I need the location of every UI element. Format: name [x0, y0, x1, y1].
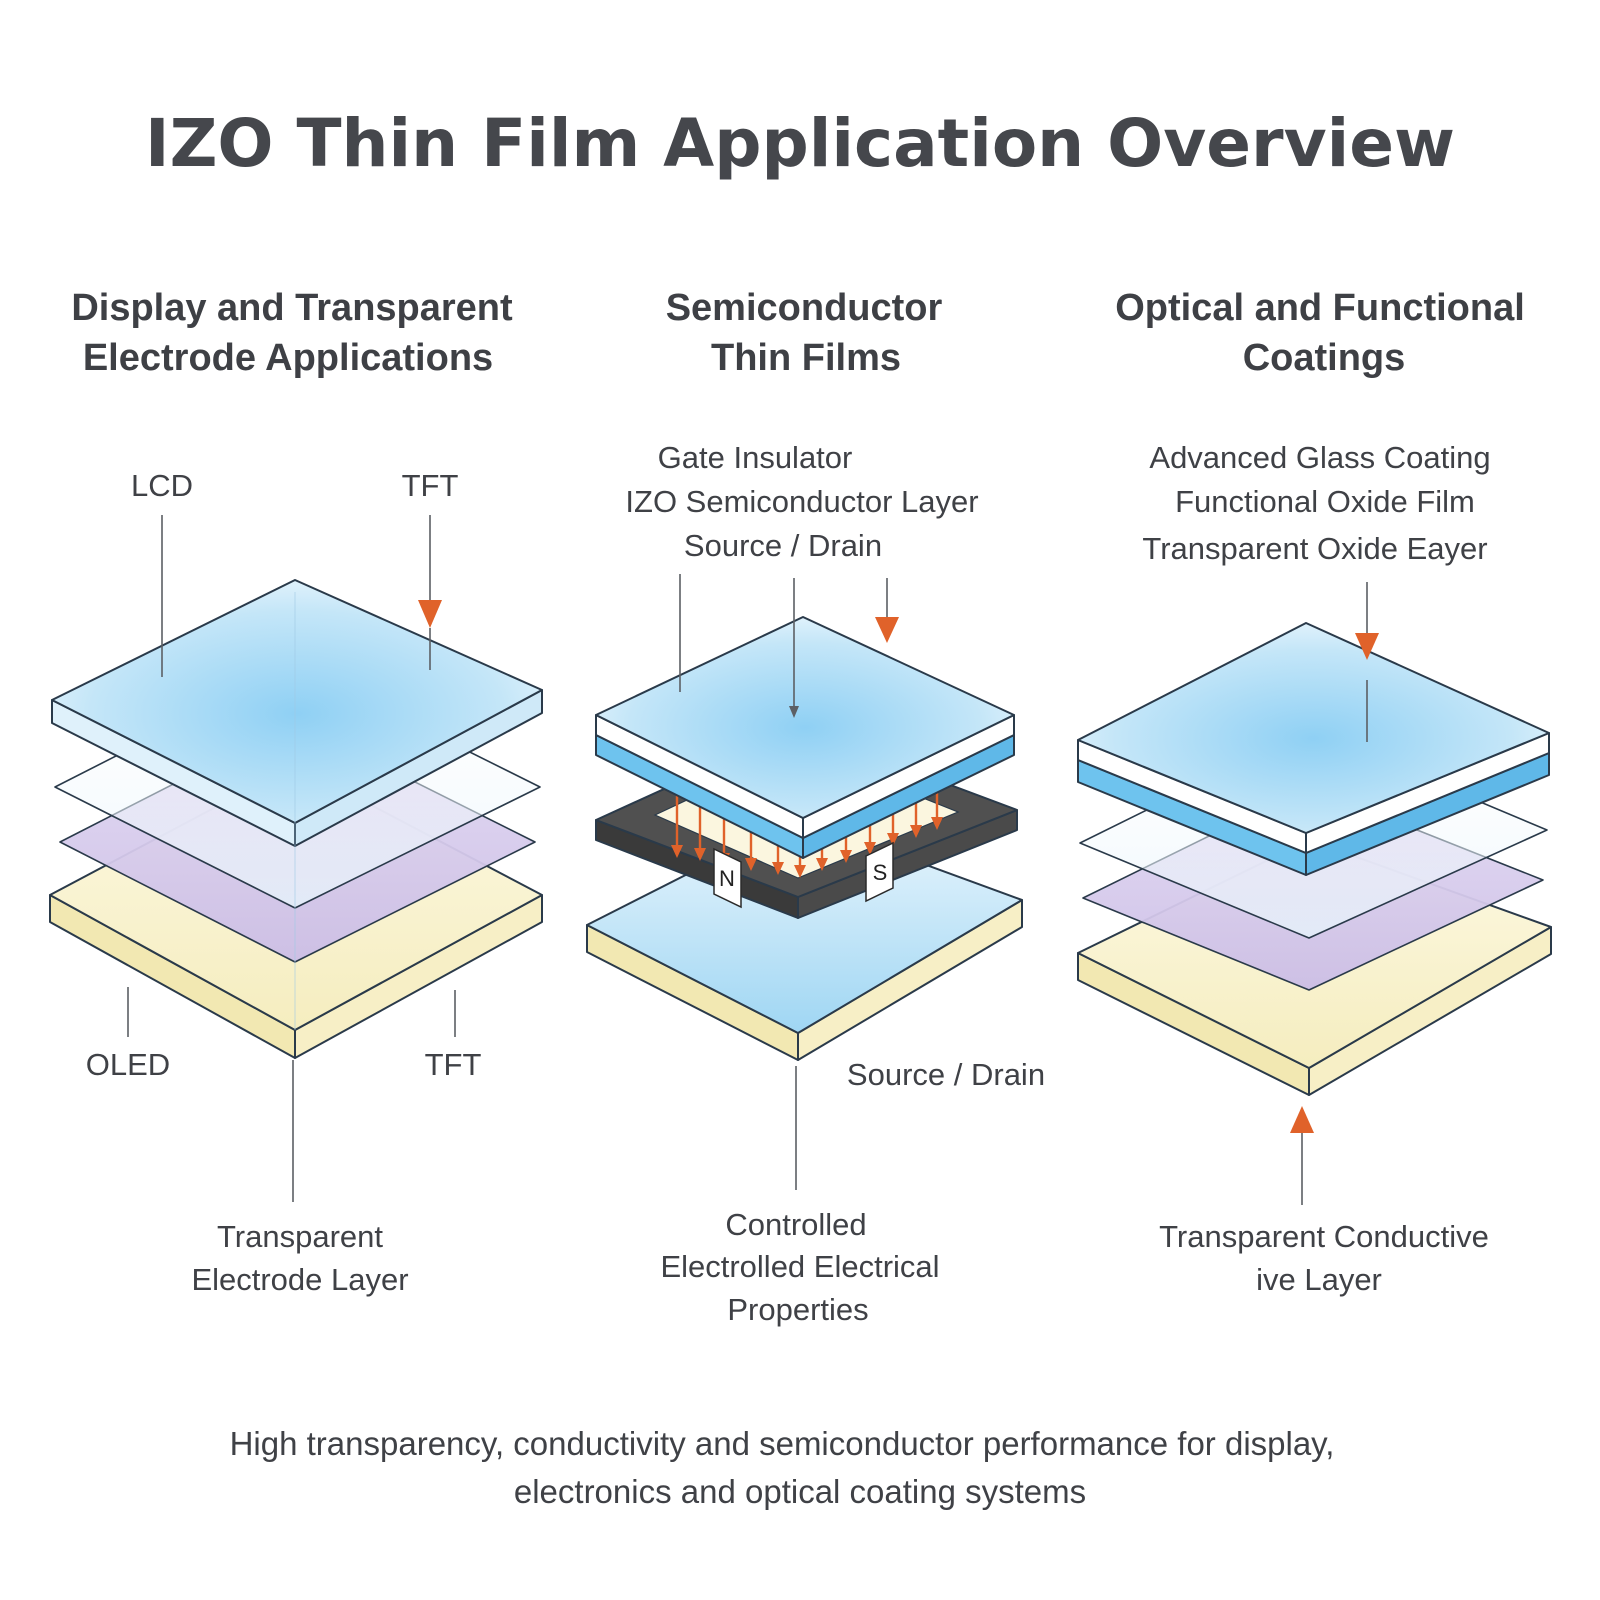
label-controlled-properties: Controlled — [725, 1207, 866, 1242]
leader-arrowhead — [789, 706, 799, 718]
heading-line: Coatings — [1243, 337, 1406, 379]
page-title: IZO Thin Film Application Overview — [145, 105, 1455, 182]
label-transparent-oxide-layer: Transparent Oxide Eayer — [1142, 531, 1487, 566]
label-advanced-glass-coating: Advanced Glass Coating — [1149, 440, 1490, 475]
semiconductor-layer-stack: N S — [586, 616, 1023, 1061]
label-functional-oxide-film: Functional Oxide Film — [1175, 484, 1475, 519]
optical-layer-stack — [1077, 622, 1552, 1096]
tag-s-text: S — [873, 860, 888, 885]
orange-arrow-icon — [875, 617, 899, 643]
label-transparent-conductive: ive Layer — [1256, 1262, 1382, 1297]
label-izo-semiconductor-layer: IZO Semiconductor Layer — [625, 484, 978, 519]
orange-arrow-icon — [418, 600, 442, 628]
heading-line: Optical and Functional — [1115, 287, 1525, 329]
tag-n: N — [713, 847, 742, 909]
section-3-heading: Optical and Functional Coatings — [1115, 287, 1525, 379]
label-source-drain-side: Source / Drain — [847, 1057, 1045, 1092]
tag-s: S — [865, 841, 894, 903]
label-controlled-properties: Electrolled Electrical — [660, 1249, 939, 1284]
label-gate-insulator: Gate Insulator — [658, 440, 853, 475]
heading-line: Semiconductor — [666, 287, 943, 329]
heading-line: Electrode Applications — [83, 337, 493, 379]
top-glass-layer — [595, 616, 1015, 859]
label-controlled-properties: Properties — [727, 1292, 868, 1327]
footer-line-2: electronics and optical coating systems — [514, 1473, 1086, 1510]
heading-line: Display and Transparent — [71, 287, 513, 329]
footer-line-1: High transparency, conductivity and semi… — [230, 1425, 1335, 1462]
label-transparent-electrode: Transparent — [217, 1219, 383, 1254]
label-lcd: LCD — [131, 468, 193, 503]
orange-arrow-up-icon — [1290, 1106, 1314, 1133]
tag-n-text: N — [719, 866, 735, 891]
label-oled: OLED — [86, 1047, 170, 1082]
section-2-heading: Semiconductor Thin Films — [666, 287, 943, 379]
label-tft-bottom: TFT — [425, 1047, 482, 1082]
label-transparent-conductive: Transparent Conductive — [1159, 1219, 1489, 1254]
label-transparent-electrode: Electrode Layer — [191, 1262, 408, 1297]
orange-arrow-icon — [1355, 633, 1379, 660]
top-glass-layer — [1077, 622, 1550, 876]
section-1-heading: Display and Transparent Electrode Applic… — [71, 287, 513, 379]
label-tft-top: TFT — [402, 468, 459, 503]
heading-line: Thin Films — [711, 337, 901, 379]
display-layer-stack — [49, 579, 543, 1059]
label-source-drain-top: Source / Drain — [684, 528, 882, 563]
